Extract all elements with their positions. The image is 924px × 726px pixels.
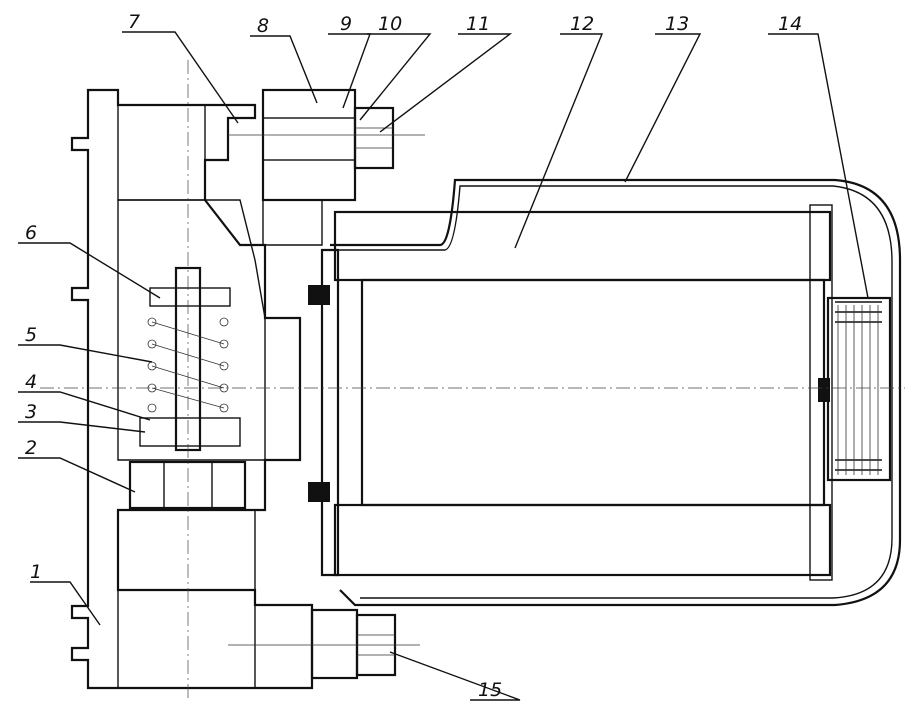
label-3: 3 — [25, 401, 37, 423]
label-11: 11 — [466, 13, 490, 35]
label-4: 4 — [25, 371, 37, 393]
housing-body — [70, 88, 314, 690]
label-13: 13 — [665, 13, 689, 35]
label-15: 15 — [478, 679, 502, 701]
bolt-top — [228, 106, 425, 170]
element-end-caps — [308, 204, 833, 581]
label-7: 7 — [128, 11, 140, 33]
label-6: 6 — [25, 222, 37, 244]
leader-lines — [18, 31, 869, 701]
canister-shell — [330, 178, 902, 607]
cover-flange — [261, 88, 357, 246]
label-10: 10 — [378, 13, 402, 35]
label-12: 12 — [570, 13, 594, 35]
filter-media — [333, 210, 832, 577]
bolt-bottom — [228, 608, 420, 680]
perforated-core — [360, 278, 826, 507]
label-5: 5 — [25, 324, 37, 346]
label-2: 2 — [25, 437, 37, 459]
label-9: 9 — [340, 13, 352, 35]
label-8: 8 — [257, 15, 269, 37]
label-1: 1 — [30, 561, 42, 583]
label-14: 14 — [778, 13, 802, 35]
end-spring — [818, 296, 892, 482]
part-labels: 1 2 3 4 5 6 7 8 9 10 11 12 13 14 15 — [25, 11, 802, 701]
